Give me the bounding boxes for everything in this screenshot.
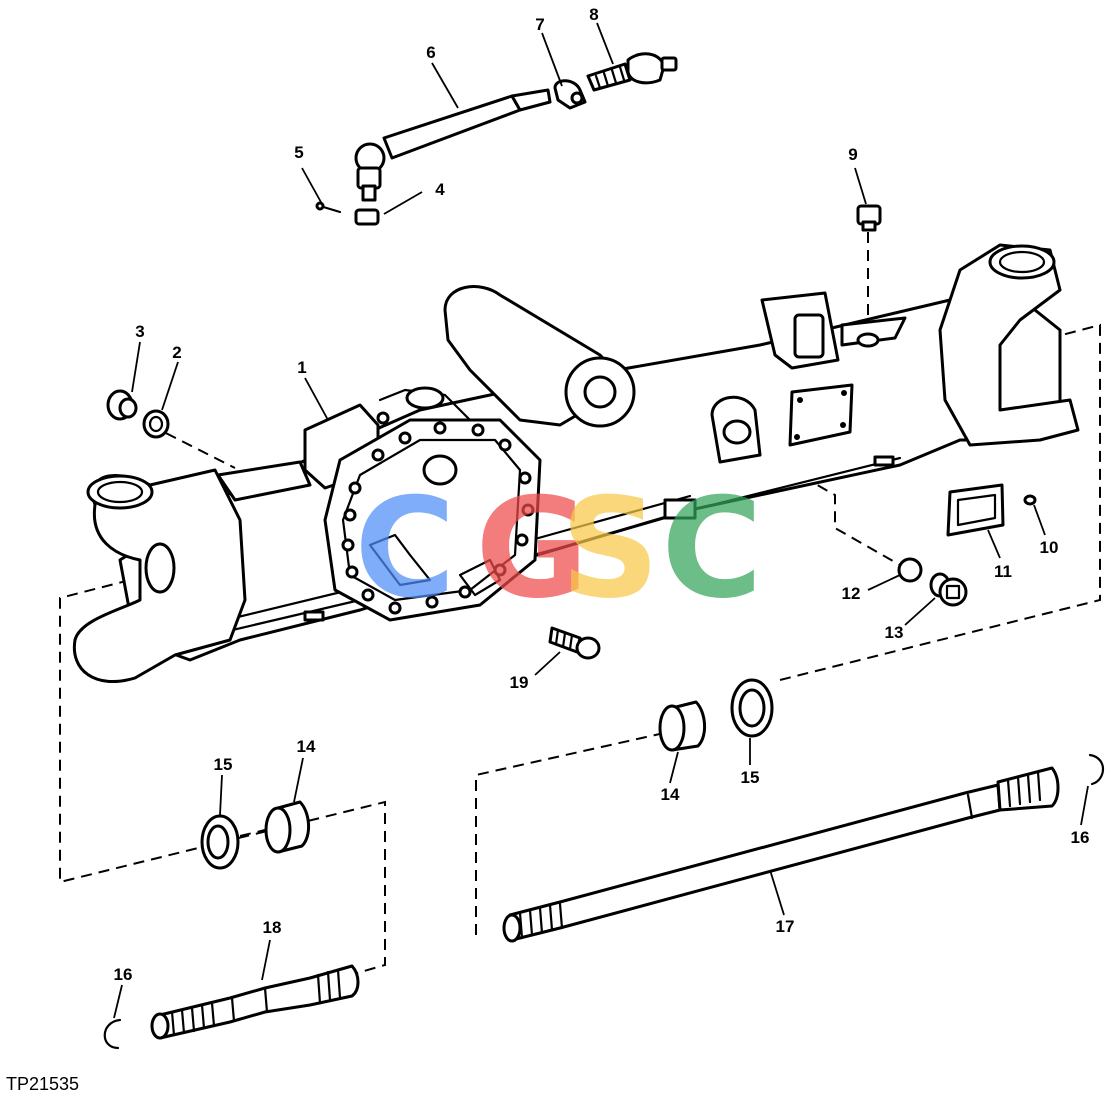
watermark-letter-c: C xyxy=(354,468,455,629)
left-bearing-set xyxy=(200,800,310,870)
right-axle-shaft xyxy=(502,766,1060,943)
figure-id: TP21535 xyxy=(6,1074,79,1094)
callout-17: 17 xyxy=(776,917,795,936)
axle-housing xyxy=(72,243,1080,684)
callout-14-right: 14 xyxy=(661,785,680,804)
callout-7: 7 xyxy=(535,15,544,34)
watermark-letter-s: S xyxy=(560,468,659,629)
callout-numbers: 1 2 3 4 5 6 7 8 9 10 11 12 13 14 15 14 1… xyxy=(114,5,1090,984)
callout-6: 6 xyxy=(426,43,435,62)
leader-lines xyxy=(113,22,1089,1019)
watermark-letter-c2: C xyxy=(661,468,762,629)
flange-bolts xyxy=(341,411,535,615)
callout-18: 18 xyxy=(263,918,282,937)
callout-8: 8 xyxy=(589,5,598,24)
callout-16-left: 16 xyxy=(114,965,133,984)
callout-1: 1 xyxy=(297,358,306,377)
watermark-letter-g: G xyxy=(475,468,588,629)
callout-3: 3 xyxy=(135,322,144,341)
tie-rod-assembly xyxy=(315,52,678,226)
callout-10: 10 xyxy=(1040,538,1059,557)
watermark: C G S C xyxy=(354,468,762,629)
callout-2: 2 xyxy=(172,343,181,362)
callout-14-left: 14 xyxy=(297,737,316,756)
callout-15-right: 15 xyxy=(741,768,760,787)
callout-13: 13 xyxy=(885,623,904,642)
left-axle-shaft xyxy=(150,964,360,1040)
callout-19: 19 xyxy=(510,673,529,692)
callout-9: 9 xyxy=(848,145,857,164)
callout-4: 4 xyxy=(435,180,445,199)
callout-12: 12 xyxy=(842,584,861,603)
callout-16-right: 16 xyxy=(1071,828,1090,847)
callout-5: 5 xyxy=(294,143,303,162)
callout-11: 11 xyxy=(994,562,1012,581)
callout-15-left: 15 xyxy=(214,755,233,774)
fittings xyxy=(106,204,1037,660)
right-bearing-set xyxy=(658,678,774,752)
snap-rings xyxy=(103,753,1105,1050)
